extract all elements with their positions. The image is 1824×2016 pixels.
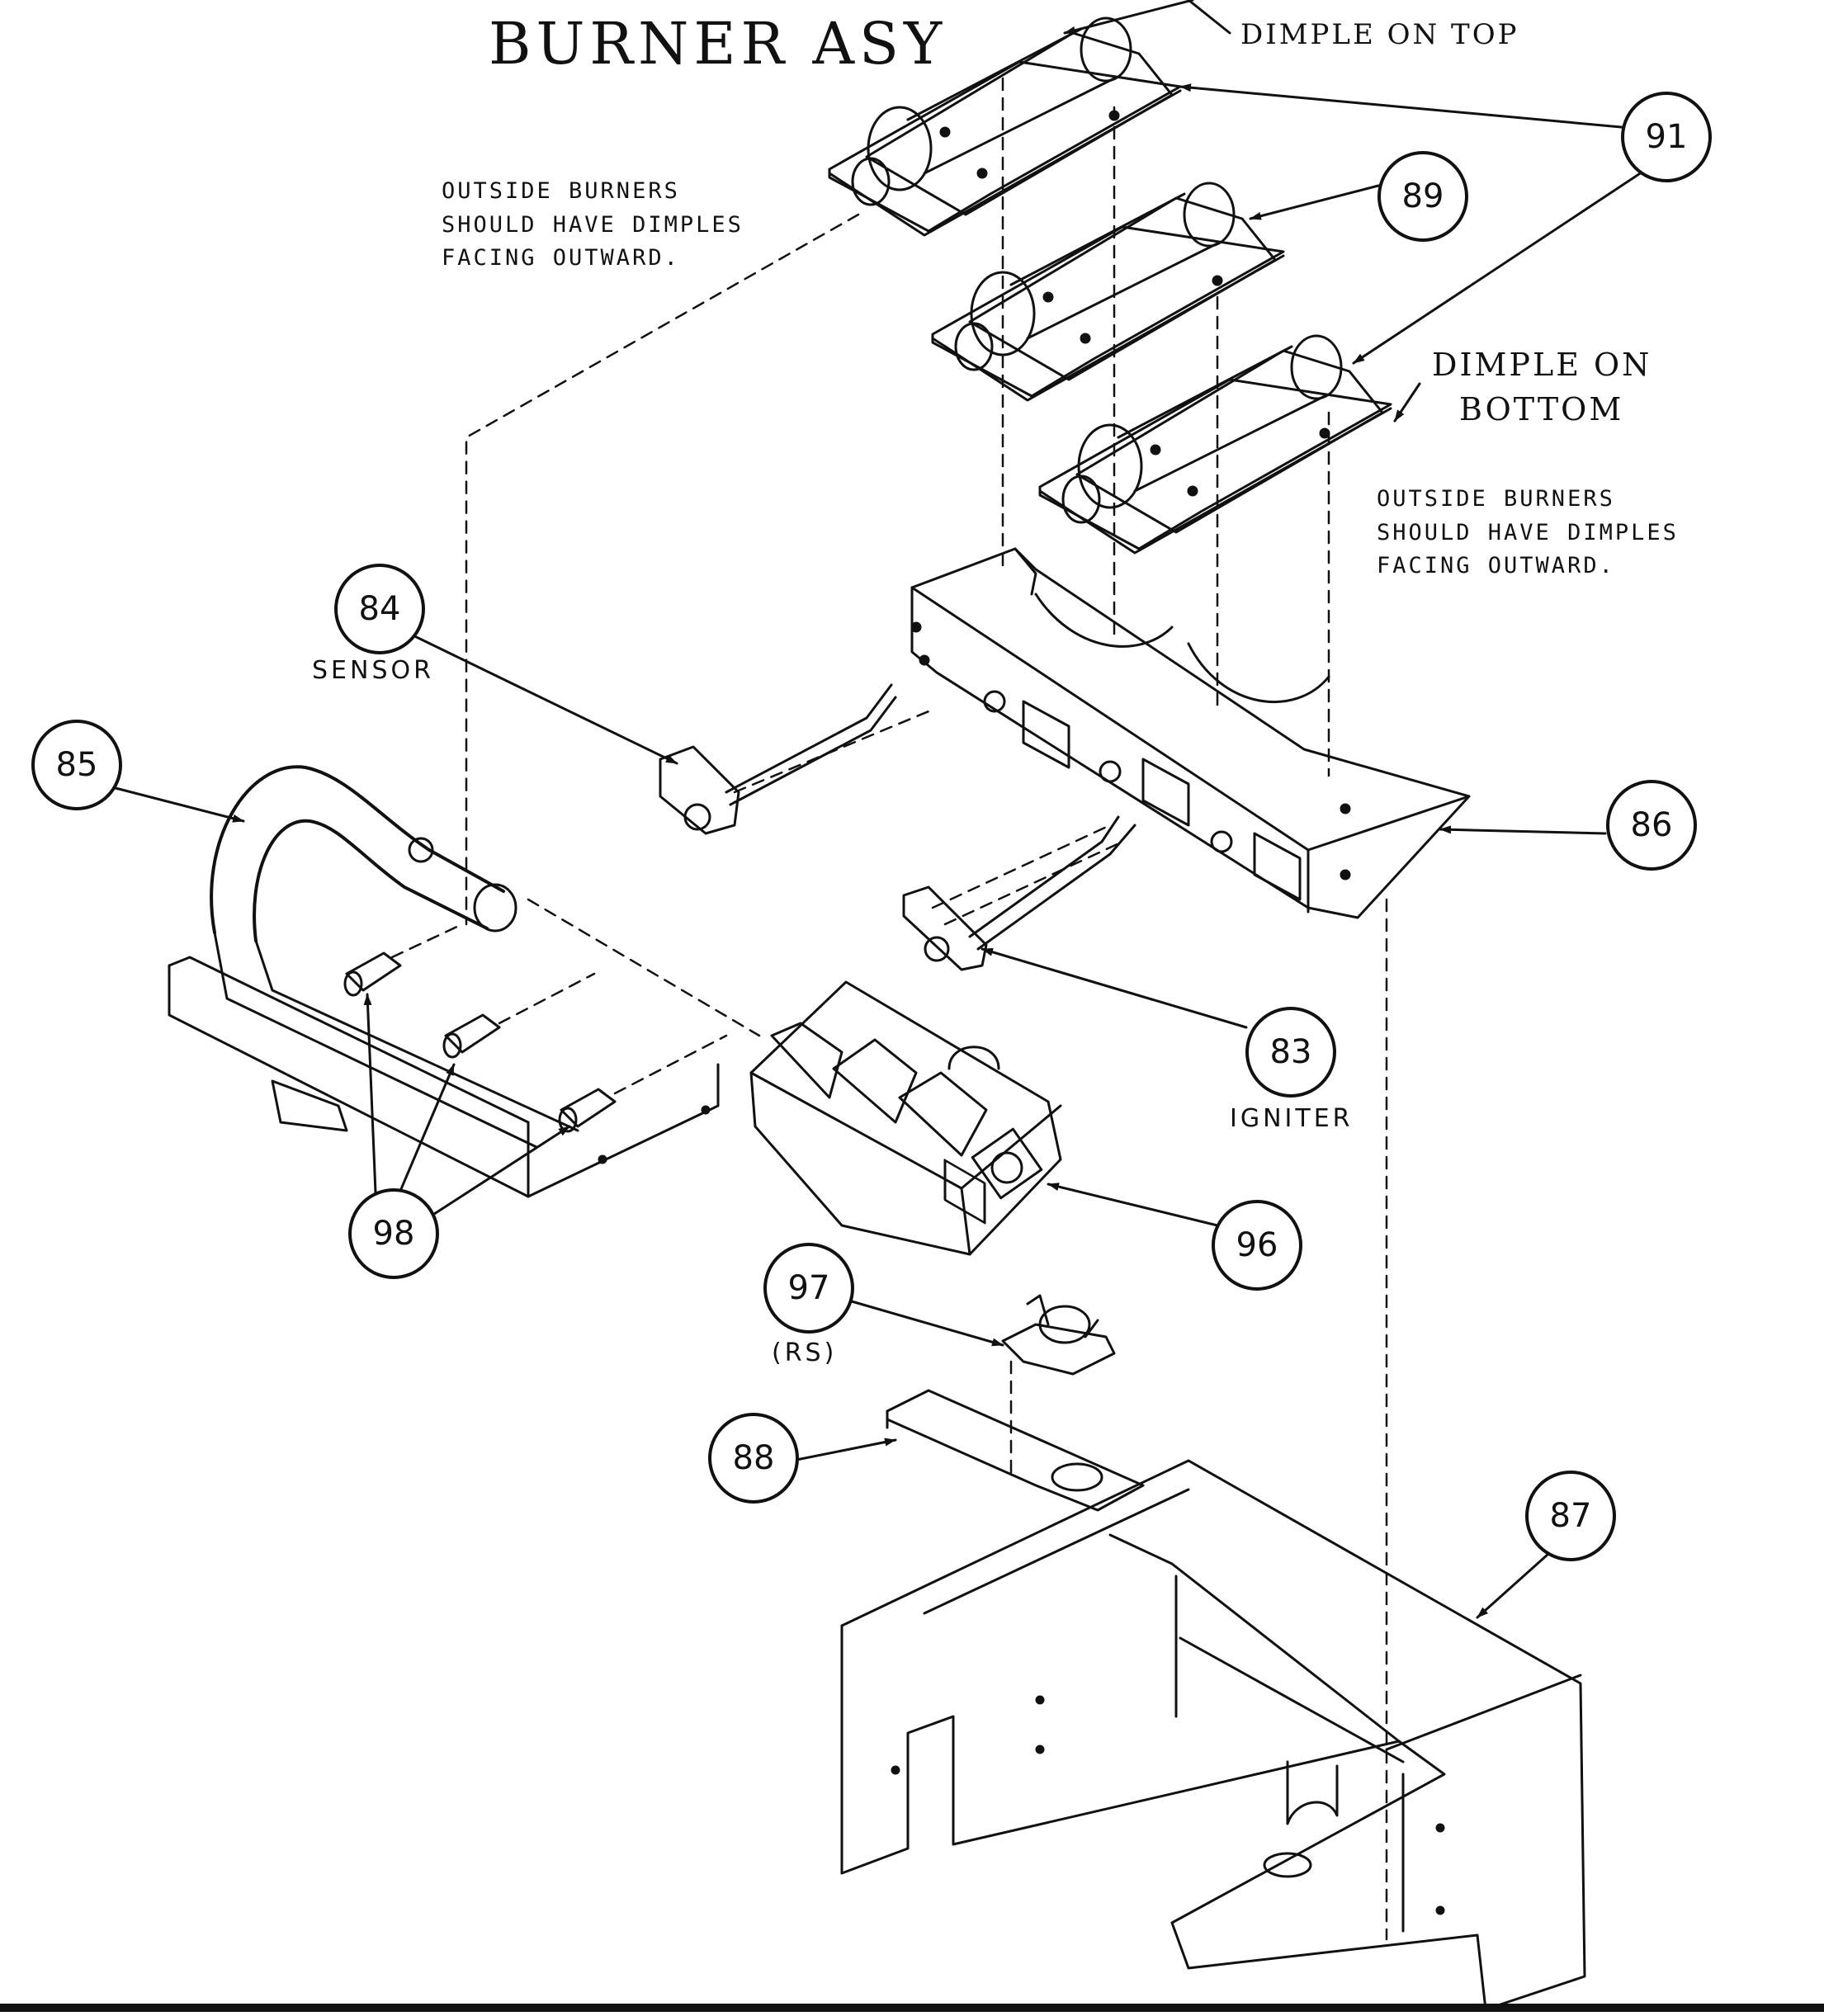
note-right-line-3: FACING OUTWARD. — [1377, 553, 1615, 578]
igniter-part — [902, 815, 1136, 971]
note-left-line-2: SHOULD HAVE DIMPLES — [442, 211, 744, 238]
callout-83: 83 — [1245, 1007, 1336, 1098]
rollout-switch — [1001, 1294, 1116, 1376]
callout-98: 98 — [348, 1188, 439, 1279]
orifices — [343, 951, 617, 1133]
callout-97: 97 — [763, 1243, 854, 1334]
dimple-on-top-note: DIMPLE ON TOP — [1240, 18, 1519, 51]
bottom-border — [0, 2004, 1824, 2012]
note-left-line-3: FACING OUTWARD. — [442, 245, 680, 271]
callout-84: 84 — [334, 564, 425, 654]
note-right-line-1: OUTSIDE BURNERS — [1377, 486, 1615, 512]
switch-bracket — [886, 1389, 1145, 1512]
callout-86: 86 — [1606, 780, 1697, 871]
assembly-guide-lines — [390, 77, 1388, 1941]
burner-box — [840, 1459, 1586, 2011]
callout-96: 96 — [1212, 1200, 1302, 1291]
burner-middle — [931, 182, 1285, 402]
burner-bracket — [910, 547, 1471, 1225]
burner-bottom — [1038, 334, 1392, 555]
outside-burners-note-left: OUTSIDE BURNERS SHOULD HAVE DIMPLES FACI… — [442, 175, 744, 276]
gas-manifold — [168, 765, 720, 1198]
outside-burners-note-right: OUTSIDE BURNERS SHOULD HAVE DIMPLES FACI… — [1377, 483, 1679, 583]
sensor-label: SENSOR — [312, 656, 434, 685]
callout-88: 88 — [708, 1413, 799, 1504]
gas-valve — [749, 980, 1062, 1256]
note-left-line-1: OUTSIDE BURNERS — [442, 178, 680, 204]
rs-label: (RS) — [772, 1338, 838, 1367]
igniter-label: IGNITER — [1230, 1104, 1354, 1133]
callout-85: 85 — [31, 720, 122, 810]
leader-arrows — [114, 0, 1661, 1619]
diagram-title: BURNER ASY — [489, 10, 947, 78]
dimple-on-bottom-note-line1: DIMPLE ON — [1432, 347, 1652, 383]
note-right-line-2: SHOULD HAVE DIMPLES — [1377, 519, 1679, 545]
sensor-part — [659, 683, 897, 835]
callout-87: 87 — [1525, 1471, 1616, 1561]
callout-91: 91 — [1621, 92, 1712, 182]
dimple-on-bottom-note-line2: BOTTOM — [1459, 391, 1624, 427]
callout-89: 89 — [1377, 151, 1468, 242]
burner-top — [828, 17, 1182, 237]
